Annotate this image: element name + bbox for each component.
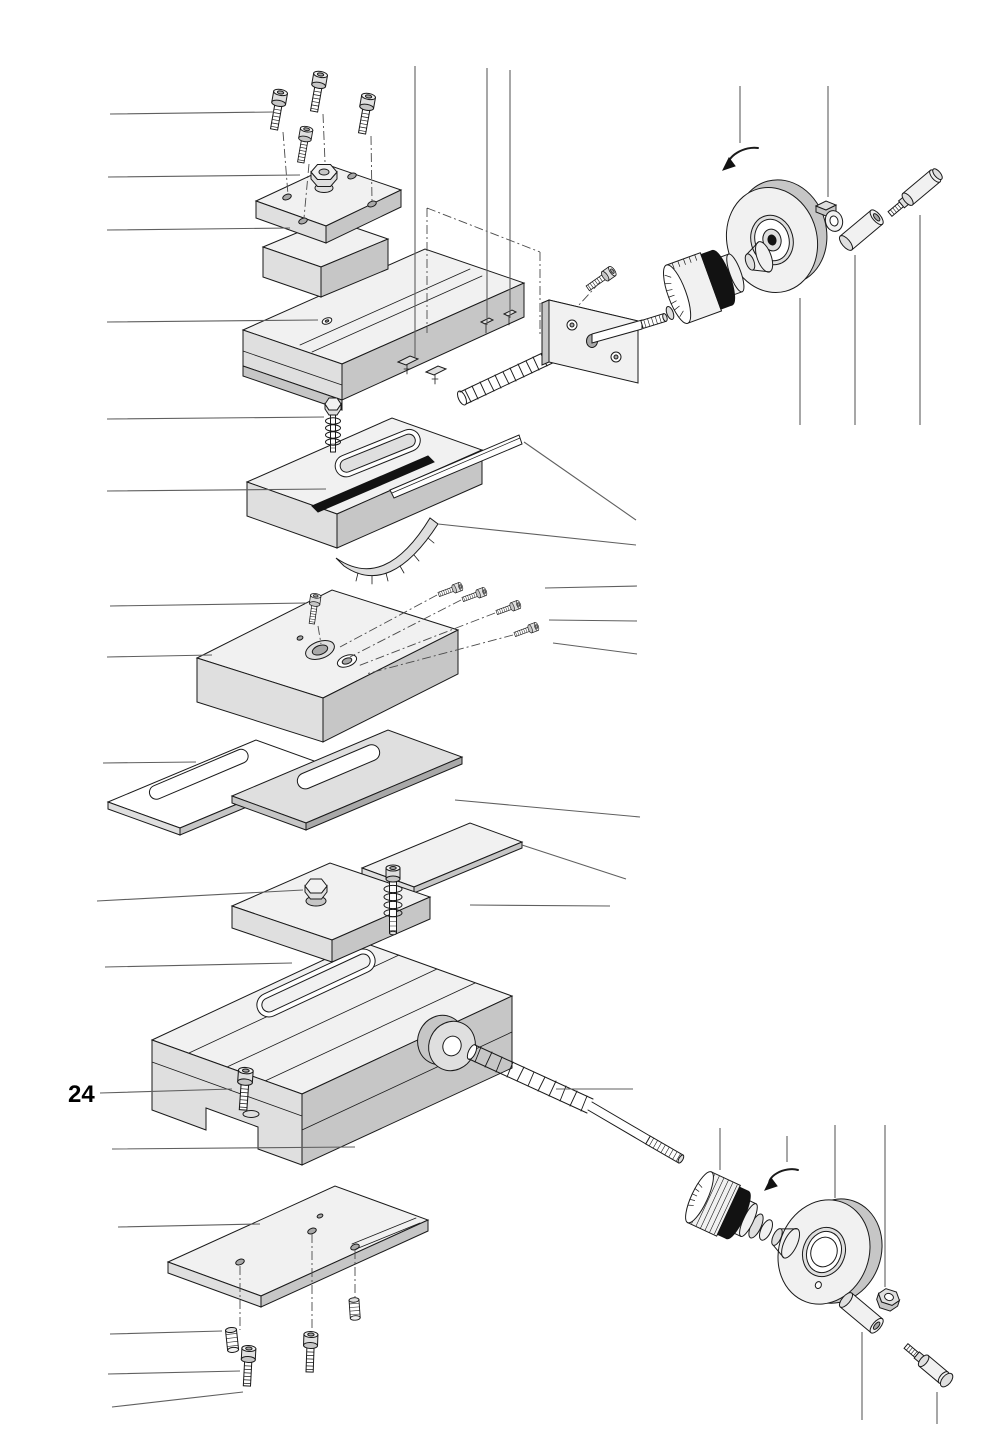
- rotation-arrow: [722, 146, 759, 171]
- handle-screw-lower: [903, 1342, 954, 1388]
- knurled-graduated-dial: [685, 1171, 758, 1240]
- feed-screw-coil: [457, 346, 562, 406]
- bearing-bracket: [540, 299, 640, 384]
- dial-bushing-cone: [744, 241, 774, 273]
- handle-sleeve-lower: [838, 1292, 884, 1334]
- leader-lines-left: [96, 111, 356, 1408]
- middle-slide: [245, 417, 484, 549]
- cross-feed-screw: [466, 1044, 685, 1164]
- tool-post-top-plate: [254, 165, 403, 244]
- part-number-label: 24: [68, 1081, 95, 1108]
- mounting-plate: [166, 1185, 430, 1308]
- mounting-screw: [235, 1066, 260, 1118]
- gib-adjust-screw-with-spring: [324, 397, 342, 453]
- cap-screws: [239, 1330, 319, 1387]
- clamp-hex-nut: [310, 164, 338, 193]
- centerlines: [239, 113, 601, 1330]
- graduated-dial: [663, 249, 745, 324]
- rotation-arrow-lower: [764, 1168, 799, 1191]
- clamp-block: [230, 862, 432, 963]
- handle-sleeve: [838, 209, 884, 251]
- bracket-screw: [584, 264, 618, 294]
- hex-nut: [876, 1288, 901, 1312]
- dial-bushing-cone-lower: [771, 1228, 801, 1259]
- leader-lines-vertical: [414, 66, 938, 1424]
- thrust-washers: [748, 1213, 773, 1241]
- handwheel: [713, 168, 841, 304]
- locknut-and-ring: [814, 200, 844, 232]
- gib-plate: [230, 729, 464, 831]
- leader-lines-right: [437, 441, 641, 1090]
- gib-clips: [396, 309, 518, 385]
- base-casting: [150, 941, 514, 1166]
- handwheel-lower: [763, 1181, 897, 1322]
- feed-screw-stub: [591, 306, 675, 344]
- clamp-spring-screw: [383, 864, 403, 936]
- nut-block: [195, 589, 460, 743]
- set-screws: [224, 1296, 361, 1354]
- socket-head-cap-screws: [266, 69, 377, 164]
- tapered-gib-strip: [389, 434, 523, 499]
- compound-slide-body: [241, 248, 526, 411]
- crank-handle-screw: [887, 168, 943, 218]
- clamp-hex-bolt: [304, 878, 328, 907]
